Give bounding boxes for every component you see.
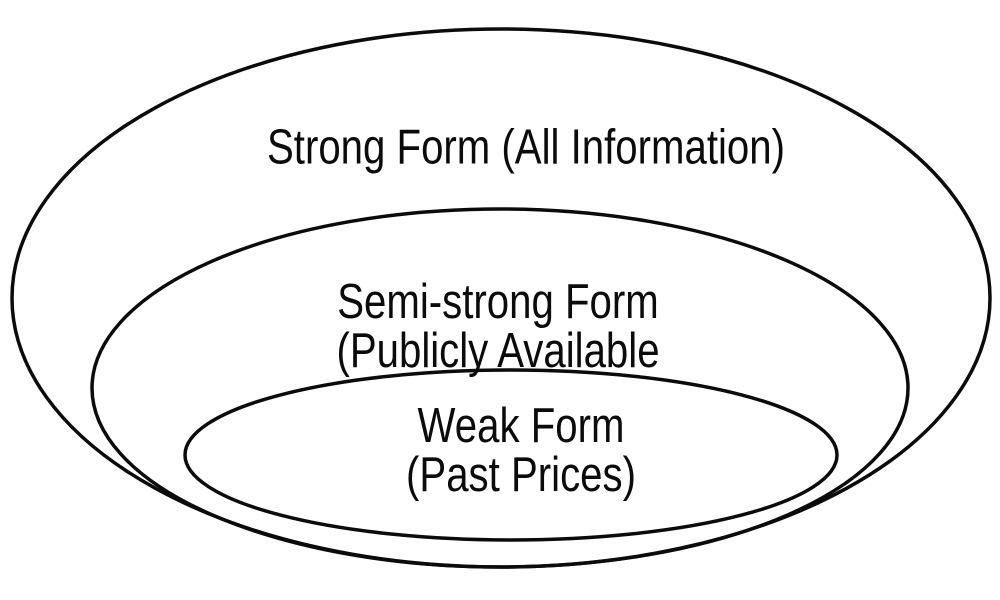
semi-strong-form-label: Semi-strong Form (Publicly Available (336, 278, 659, 376)
semi-strong-form-label-line1: Semi-strong Form (337, 275, 659, 329)
strong-form-label: Strong Form (All Information) (266, 120, 786, 175)
semi-strong-form-label-line2: (Publicly Available (336, 324, 660, 378)
weak-form-label-line1: Weak Form (417, 399, 625, 453)
semi-strong-form-ellipse (90, 207, 910, 569)
weak-form-label: Weak Form (Past Prices) (406, 402, 636, 500)
weak-form-label-line2: (Past Prices) (406, 448, 636, 502)
weak-form-ellipse (183, 368, 839, 542)
